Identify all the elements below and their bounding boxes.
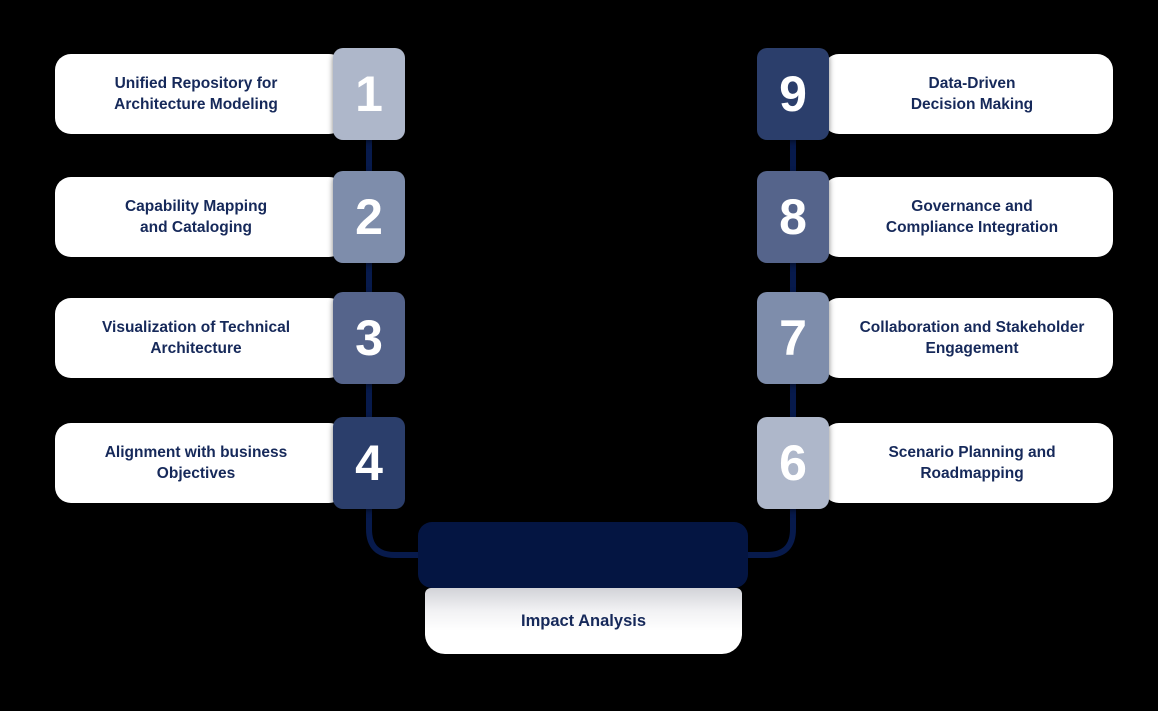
- item-label-line: Governance and: [911, 198, 1033, 215]
- item-card-8: Governance and Compliance Integration: [823, 177, 1113, 257]
- step-number: 2: [355, 189, 383, 245]
- item-card-3: Visualization of Technical Architecture: [55, 298, 345, 378]
- step-number: 6: [779, 435, 807, 491]
- step-number: 9: [779, 66, 807, 122]
- step-number: 8: [779, 189, 807, 245]
- impact-card: Impact Analysis: [425, 588, 742, 654]
- item-card-1: Unified Repository for Architecture Mode…: [55, 54, 345, 134]
- item-card-2: Capability Mapping and Cataloging: [55, 177, 345, 257]
- item-label-line: Alignment with business: [104, 444, 288, 461]
- item-card-6: Scenario Planning and Roadmapping: [823, 423, 1113, 503]
- item-label-line: Engagement: [925, 340, 1019, 357]
- item-label-line: Roadmapping: [920, 465, 1024, 482]
- item-label-line: Collaboration and Stakeholder: [859, 319, 1085, 336]
- number-square-6: 6: [757, 417, 829, 509]
- number-square-4: 4: [333, 417, 405, 509]
- item-label-line: Compliance Integration: [885, 219, 1059, 236]
- connector-path-left: [366, 92, 420, 558]
- item-card-4: Alignment with business Objectives: [55, 423, 345, 503]
- number-square-1: 1: [333, 48, 405, 140]
- item-label-line: Objectives: [156, 465, 236, 482]
- item-label-line: Unified Repository for: [114, 75, 278, 92]
- center-bar: [418, 522, 748, 588]
- step-number: 1: [355, 66, 383, 122]
- item-label-line: Architecture Modeling: [114, 96, 278, 113]
- impact-label: Impact Analysis: [520, 611, 647, 630]
- item-card-7: Collaboration and Stakeholder Engagement: [823, 298, 1113, 378]
- connector-path-right: [742, 92, 796, 558]
- step-number: 4: [355, 435, 383, 491]
- step-number: 3: [355, 310, 383, 366]
- item-label-line: Architecture: [150, 340, 242, 357]
- number-square-3: 3: [333, 292, 405, 384]
- step-number: 7: [779, 310, 807, 366]
- item-label-line: Visualization of Technical: [101, 319, 291, 336]
- item-label-line: Data-Driven: [928, 75, 1016, 92]
- number-square-9: 9: [757, 48, 829, 140]
- number-square-7: 7: [757, 292, 829, 384]
- number-square-2: 2: [333, 171, 405, 263]
- item-label-line: Scenario Planning and: [888, 444, 1056, 461]
- item-label-line: and Cataloging: [140, 219, 252, 236]
- item-label-line: Decision Making: [910, 96, 1034, 113]
- item-card-9: Data-Driven Decision Making: [823, 54, 1113, 134]
- number-square-8: 8: [757, 171, 829, 263]
- item-label-line: Capability Mapping: [124, 198, 268, 215]
